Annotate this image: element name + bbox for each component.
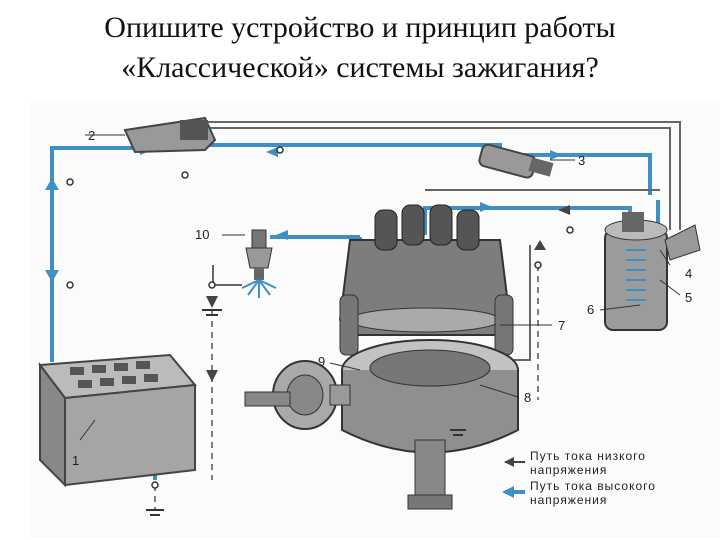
ignition-system-diagram: 1 2 3 4 5 6 7 8 9 10 Путь тока низкого н… — [30, 100, 720, 538]
label-10: 10 — [195, 227, 209, 242]
vacuum-regulator — [244, 360, 351, 430]
legend-high-voltage-line1: Путь тока высокого — [530, 479, 656, 493]
label-3: 3 — [578, 153, 585, 168]
ignition-coil — [604, 212, 701, 331]
ignition-switch — [123, 116, 217, 154]
distributor-body — [341, 339, 519, 510]
additional-resistor — [478, 143, 554, 179]
title-line-2: «Классической» системы зажигания? — [121, 51, 599, 84]
distributor-cap — [338, 204, 514, 356]
label-5: 5 — [685, 290, 692, 305]
legend-high-voltage-line2: напряжения — [530, 493, 607, 507]
leader-lines — [79, 134, 681, 441]
label-4: 4 — [685, 266, 692, 281]
low-voltage-arrows — [206, 205, 570, 382]
component-numbers: 1 2 3 4 5 6 7 8 9 10 — [72, 128, 692, 468]
ground-symbols — [146, 309, 466, 516]
ground-lines — [154, 265, 539, 510]
title-line-1: Опишите устройство и принцип работы — [104, 11, 616, 44]
spark-plug — [241, 229, 277, 298]
label-7: 7 — [558, 318, 565, 333]
label-8: 8 — [524, 390, 531, 405]
legend: Путь тока низкого напряжения Путь тока в… — [502, 449, 656, 507]
legend-low-voltage-line2: напряжения — [530, 463, 607, 477]
label-2: 2 — [88, 128, 95, 143]
terminals — [66, 146, 574, 489]
label-1: 1 — [72, 453, 79, 468]
label-9: 9 — [318, 354, 325, 369]
slide-title: Опишите устройство и принцип работы «Кла… — [0, 8, 720, 88]
legend-low-voltage-line1: Путь тока низкого — [530, 449, 646, 463]
label-6: 6 — [587, 302, 594, 317]
battery — [38, 353, 197, 488]
